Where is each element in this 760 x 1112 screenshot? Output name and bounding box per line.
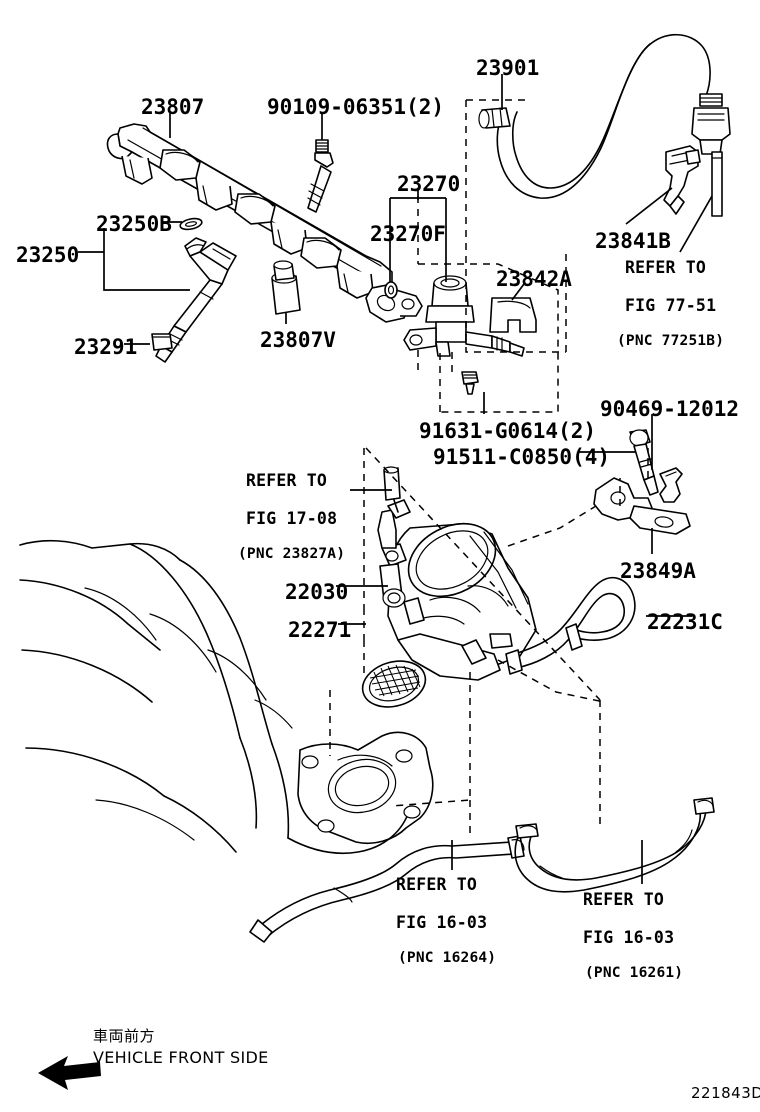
refer-line-3: (PNC 23827A) xyxy=(238,546,346,562)
hose-22231C-part xyxy=(505,576,636,675)
hose-pnc16261-part xyxy=(514,797,715,893)
callout-23270: 23270 xyxy=(397,172,461,196)
hose-pnc16264-part xyxy=(249,835,525,943)
refer-line-1: REFER TO xyxy=(396,875,478,894)
callout-90109-06351: 90109-06351(2) xyxy=(267,95,445,119)
callout-23291: 23291 xyxy=(74,335,138,359)
refer-line-1: REFER TO xyxy=(625,258,707,277)
throttle-body-22030-part xyxy=(377,466,537,681)
refer-block-16-03-16261: REFER TO FIG 16-03 (PNC 16261) xyxy=(583,890,683,980)
vehicle-front-arrow xyxy=(38,1056,101,1090)
refer-line-1: REFER TO xyxy=(583,890,665,909)
callout-91631-G0614: 91631-G0614(2) xyxy=(419,419,597,443)
bolt-91511-part xyxy=(629,429,659,496)
gasket-22271-part xyxy=(361,660,427,708)
callout-22231C: 22231C xyxy=(647,610,723,634)
refer-line-3: (PNC 16264) xyxy=(398,950,497,966)
dashed-grouping-lines xyxy=(329,99,649,836)
refer-block-16-03-16264: REFER TO FIG 16-03 (PNC 16264) xyxy=(396,875,496,965)
bracket-23849A-part xyxy=(593,477,691,535)
callout-23841B: 23841B xyxy=(595,229,671,253)
refer-line-2: FIG 77-51 xyxy=(625,296,717,315)
callout-23849A: 23849A xyxy=(620,559,696,583)
stud-pnc77251B-part xyxy=(711,151,723,217)
grommet-23291-part xyxy=(151,333,173,351)
bolt-90109-part xyxy=(307,139,334,213)
refer-line-3: (PNC 16261) xyxy=(585,965,684,981)
callout-22030: 22030 xyxy=(285,580,349,604)
callout-23250: 23250 xyxy=(16,243,80,267)
refer-line-1: REFER TO xyxy=(246,471,328,490)
leader-lines xyxy=(78,74,713,884)
callout-23250B: 23250B xyxy=(96,212,172,236)
oring-23270F-part xyxy=(384,281,398,299)
callout-22271: 22271 xyxy=(288,618,352,642)
diagram-id-code: 221843D xyxy=(691,1084,760,1102)
refer-block-17-08: REFER TO FIG 17-08 (PNC 23827A) xyxy=(238,471,353,561)
callout-23807V: 23807V xyxy=(260,328,336,352)
bolt-91631-part xyxy=(461,371,479,395)
callout-91511-C0850: 91511-C0850(4) xyxy=(433,445,611,469)
oring-23250B-part xyxy=(179,217,203,231)
callout-23270F: 23270F xyxy=(370,222,446,246)
callout-23807: 23807 xyxy=(141,95,205,119)
clamp-23841B-part xyxy=(663,145,701,215)
clamp-23842A-part xyxy=(489,297,537,333)
refer-block-77-51: REFER TO FIG 77-51 (PNC 77251B) xyxy=(617,258,732,348)
callout-23842A: 23842A xyxy=(496,267,572,291)
vehicle-front-label-jp: 車両前方 xyxy=(93,1027,156,1045)
hose-23901-part xyxy=(478,34,731,199)
refer-line-2: FIG 17-08 xyxy=(246,509,338,528)
insulator-23807V-part xyxy=(271,260,301,315)
callout-23901: 23901 xyxy=(476,56,540,80)
refer-line-2: FIG 16-03 xyxy=(396,913,488,932)
vehicle-front-label-en: VEHICLE FRONT SIDE xyxy=(93,1048,269,1067)
intake-manifold-body xyxy=(19,539,434,855)
fuel-rail-part xyxy=(106,123,423,323)
clip-90469-part xyxy=(659,467,683,503)
refer-line-3: (PNC 77251B) xyxy=(617,333,725,349)
refer-line-2: FIG 16-03 xyxy=(583,928,675,947)
callout-90469-12012: 90469-12012 xyxy=(600,397,740,421)
